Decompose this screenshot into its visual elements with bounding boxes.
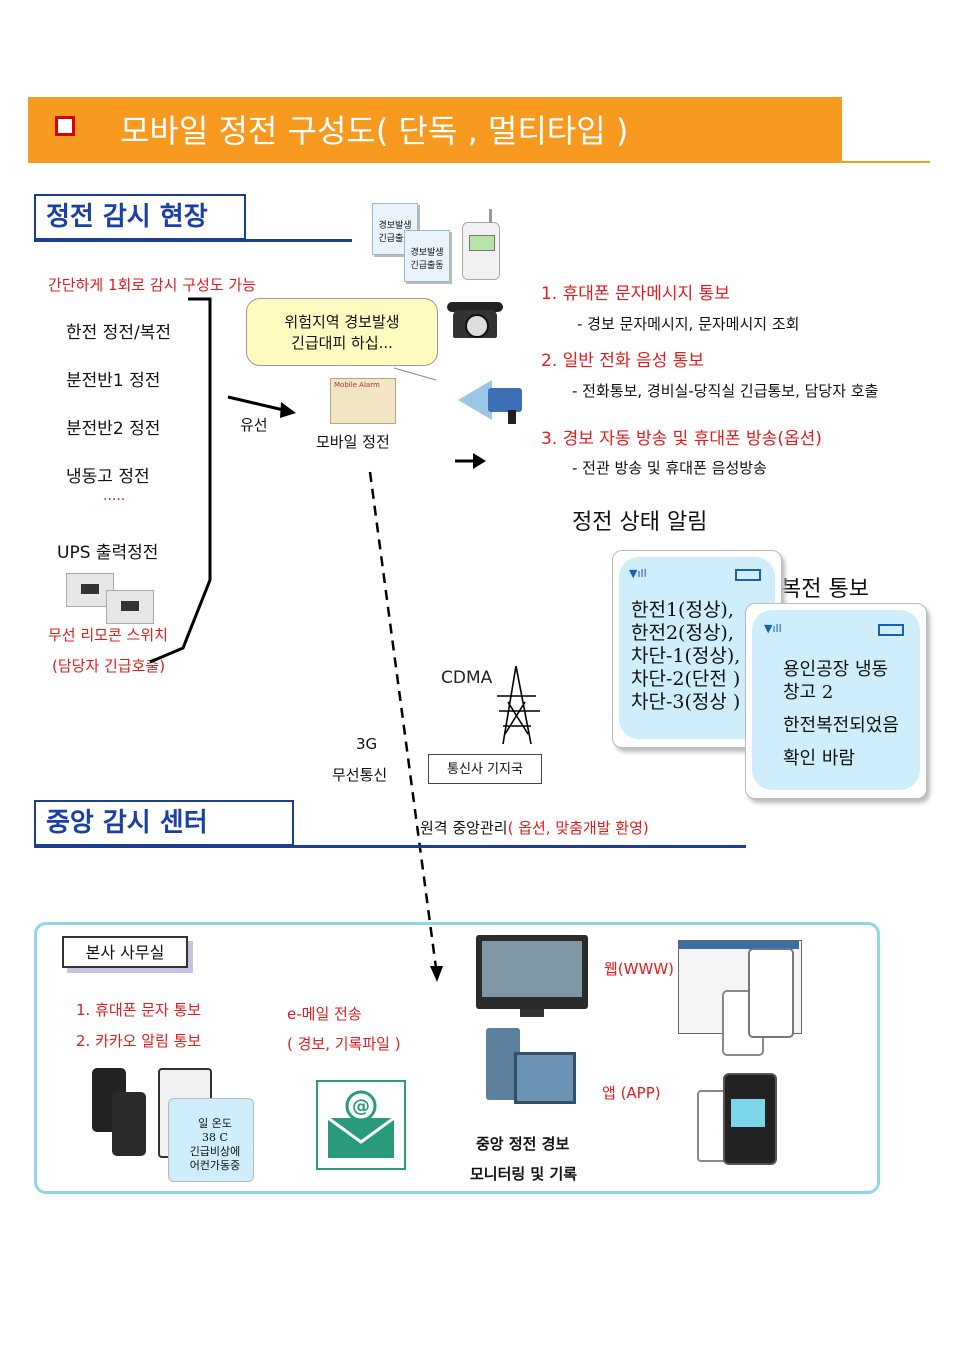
checkbox-bullet-icon [55,116,75,136]
doc-line: 긴급출동 [378,234,412,244]
head-office-label: 본사 사무실 [62,936,188,968]
field-section-heading: 정전 감시 현장 [34,194,246,240]
temp-line: 38 C [202,1131,228,1144]
remote-switch-image-2 [106,590,154,624]
field-section-underline [34,239,352,242]
notify-title-broadcast: 3. 경보 자동 방송 및 휴대폰 방송(옵션) [541,429,822,449]
phone2-line: 확인 바람 [783,748,855,769]
alert-doc-card-2: 경보발생 긴급출동 [404,230,450,282]
phone1-line: 한전1(정상), [631,599,734,621]
battery-icon [735,569,761,581]
monitoring-line-1: 중앙 정전 경보 [476,1135,570,1153]
temp-line: 긴급비상에 [189,1145,241,1158]
field-item-ellipsis: ..... [103,488,126,504]
remote-management-red: ( 옵션, 맞춤개발 환영) [507,819,649,837]
mobile-alarm-device: Mobile Alarm [330,378,396,424]
alert-speech-bubble: 위험지역 경보발생 긴급대피 하십... [246,298,438,366]
monitor-icon [476,935,588,1009]
office-item-kakao: 2. 카카오 알림 통보 [76,1032,202,1050]
phone2-line: 용인공장 냉동 [783,659,889,680]
wired-label: 유선 [240,416,268,434]
page-title: 모바일 정전 구성도( 단독 , 멀티타입 ) [120,112,629,150]
doc-line: 경보발생 [410,248,444,258]
doc-line: 경보발생 [378,221,412,231]
email-title: e-메일 전송 [287,1005,362,1023]
computer-screen-icon [514,1052,576,1104]
field-item-kepco: 한전 정전/복전 [66,323,171,343]
bubble-line-1: 위험지역 경보발생 [284,313,400,331]
monitor-stand-icon [520,1009,544,1017]
app-phone-image-2 [723,1073,777,1165]
status-title: 정전 상태 알림 [572,510,708,535]
phone1-line: 차단-2(단전 ) [631,668,741,690]
banner-underline [842,161,930,163]
field-item-panel1: 분전반1 정전 [66,371,161,391]
remote-switch-note: (담당자 긴급호출) [52,657,166,675]
title-banner [28,97,842,163]
svg-text:@: @ [352,1096,370,1117]
wireless-label: 무선통신 [332,766,388,784]
3g-label: 3G [356,735,378,753]
remote-management-label: 원격 중앙관리( 옵션, 맞춤개발 환영) [420,817,649,838]
web-label: 웹(WWW) [604,960,674,978]
notify-title-voice: 2. 일반 전화 음성 통보 [541,351,704,371]
web-phone-image-2 [748,948,794,1038]
email-sub: ( 경보, 기록파일 ) [287,1035,401,1053]
remote-management-black: 원격 중앙관리 [420,819,508,837]
kakao-phone-image-2 [112,1092,146,1156]
doc-line: 긴급출동 [410,261,444,271]
field-item-panel2: 분전반2 정전 [66,419,161,439]
notify-title-sms: 1. 휴대폰 문자메시지 통보 [541,284,730,304]
field-note: 간단하게 1회로 감시 구성도 가능 [48,276,257,294]
field-item-freezer: 냉동고 정전 [66,467,150,487]
base-station-box: 통신사 기지국 [428,754,542,784]
app-label: 앱 (APP) [602,1084,661,1102]
central-monitoring-box [34,922,880,1194]
email-envelope-icon: @ [316,1080,406,1170]
center-section-heading: 중앙 감시 센터 [34,800,294,846]
handset-icon [462,209,500,280]
alert-doc-card-1: 경보발생 긴급출동 [372,203,418,255]
device-label: 모바일 정전 [316,433,390,451]
monitoring-line-2: 모니터링 및 기록 [470,1165,578,1183]
temp-line: 어컨가동중 [189,1159,241,1172]
phone1-line: 차단-1(정상), [631,645,741,667]
device-badge: Mobile Alarm [334,381,380,389]
phone1-line: 차단-3(정상 ) [631,691,741,713]
temp-line: 일 온도 [198,1117,232,1130]
center-section-underline [34,845,746,848]
telephone-icon [447,296,503,342]
phone2-line: 한전복전되었음 [783,715,899,736]
temperature-phone-screen: 일 온도 38 C 긴급비상에 어컨가동중 [168,1098,254,1182]
phone2-line: 창고 2 [783,682,834,703]
cdma-label: CDMA [441,668,493,688]
office-item-sms: 1. 휴대폰 문자 통보 [76,1001,202,1019]
remote-switch-label: 무선 리모콘 스위치 [48,626,168,644]
field-item-ups: UPS 출력정전 [57,543,159,563]
signal-icon: ▼ıll [629,567,647,580]
bubble-line-2: 긴급대피 하십... [291,334,393,352]
notify-detail-broadcast: - 전관 방송 및 휴대폰 음성방송 [572,459,767,477]
megaphone-icon [458,376,538,426]
restore-title: 복전 통보 [781,577,869,602]
status-phone-2: ▼ıll 용인공장 냉동 창고 2 한전복전되었음 확인 바람 [745,603,927,799]
signal-icon: ▼ıll [764,622,782,635]
battery-icon [878,624,904,636]
notify-detail-voice: - 전화통보, 경비실-당직실 긴급통보, 담당자 호출 [572,382,879,400]
notify-detail-sms: - 경보 문자메시지, 문자메시지 조회 [577,315,800,333]
phone1-line: 한전2(정상), [631,622,734,644]
